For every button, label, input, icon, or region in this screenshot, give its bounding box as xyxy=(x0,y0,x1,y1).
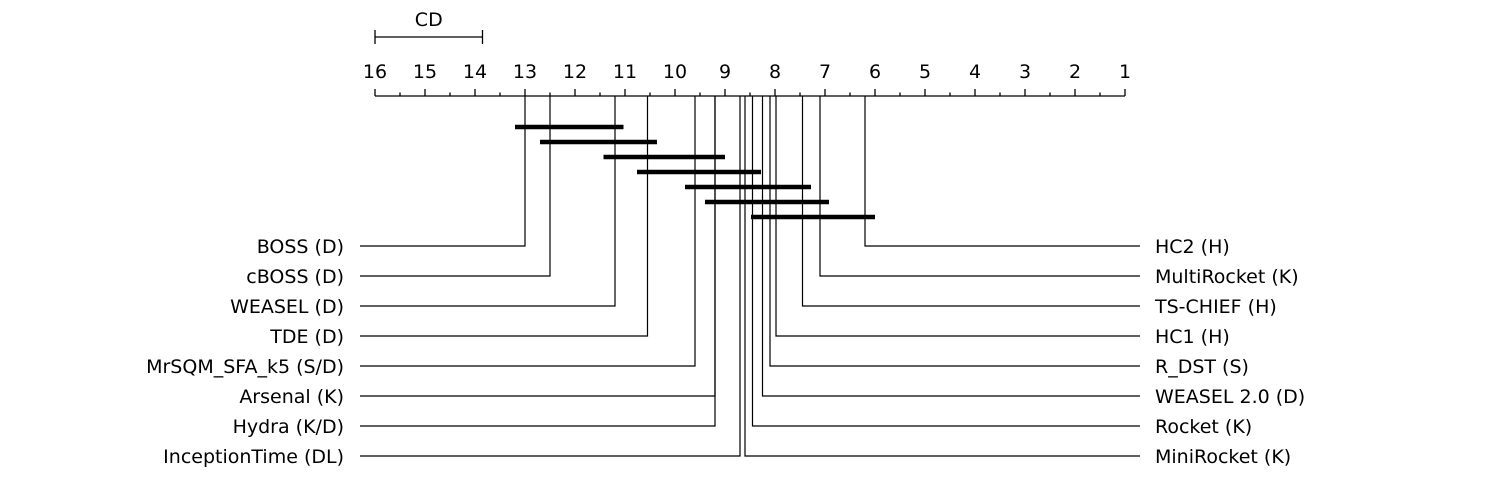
method-connector xyxy=(360,96,649,337)
method-label: TDE (D) xyxy=(269,326,344,348)
left-methods: BOSS (D) cBOSS (D) WEASEL (D) TDE (D) MrSQM_… xyxy=(146,96,741,468)
method-label: WEASEL 2.0 (D) xyxy=(1155,386,1305,408)
tick-label: 10 xyxy=(663,61,687,83)
method-label: HC1 (H) xyxy=(1155,326,1230,348)
tick-label: 15 xyxy=(413,61,437,83)
method-label: InceptionTime (DL) xyxy=(163,446,344,468)
tick-label: 1 xyxy=(1119,61,1131,83)
method-label: R_DST (S) xyxy=(1155,356,1249,378)
method-connector xyxy=(761,96,1140,397)
method-label: MiniRocket (K) xyxy=(1155,446,1291,468)
method-label: Arsenal (K) xyxy=(239,386,344,408)
tick-label: 9 xyxy=(719,61,731,83)
method-label: Hydra (K/D) xyxy=(233,416,344,438)
method-connector xyxy=(360,96,616,307)
method-connector xyxy=(360,96,526,247)
method-label: HC2 (H) xyxy=(1155,236,1230,258)
method-connector xyxy=(360,96,551,277)
method-connector xyxy=(819,96,1140,277)
tick-label: 4 xyxy=(969,61,981,83)
method-connector xyxy=(360,96,716,427)
method-connector xyxy=(360,96,696,367)
method-label: WEASEL (D) xyxy=(230,296,344,318)
method-connector xyxy=(360,96,741,457)
tick-label: 2 xyxy=(1069,61,1081,83)
tick-label: 3 xyxy=(1019,61,1031,83)
tick-label: 12 xyxy=(563,61,587,83)
method-connector xyxy=(744,96,1140,457)
method-connector xyxy=(864,96,1140,247)
tick-label: 16 xyxy=(363,61,387,83)
method-label: BOSS (D) xyxy=(257,236,344,258)
method-label: MultiRocket (K) xyxy=(1155,266,1299,288)
rank-axis: 16 15 14 13 12 11 10 9 8 7 6 5 4 3 2 1 xyxy=(363,61,1131,97)
cd-label: CD xyxy=(415,9,443,31)
tick-label: 7 xyxy=(819,61,831,83)
tick-label: 13 xyxy=(513,61,537,83)
method-connector xyxy=(775,96,1140,337)
right-methods: HC2 (H) MultiRocket (K) TS-CHIEF (H) HC1 (H… xyxy=(744,96,1305,468)
tick-label: 11 xyxy=(613,61,637,83)
method-label: cBOSS (D) xyxy=(246,266,344,288)
method-label: Rocket (K) xyxy=(1155,416,1252,438)
tick-label: 6 xyxy=(869,61,881,83)
method-connector xyxy=(801,96,1140,307)
method-label: TS-CHIEF (H) xyxy=(1154,296,1277,318)
method-label: MrSQM_SFA_k5 (S/D) xyxy=(146,356,344,378)
method-connector xyxy=(769,96,1140,367)
critical-difference-bar: CD xyxy=(374,9,484,44)
tick-label: 8 xyxy=(769,61,781,83)
tick-label: 5 xyxy=(919,61,931,83)
tick-label: 14 xyxy=(463,61,487,83)
method-connector xyxy=(751,96,1140,427)
